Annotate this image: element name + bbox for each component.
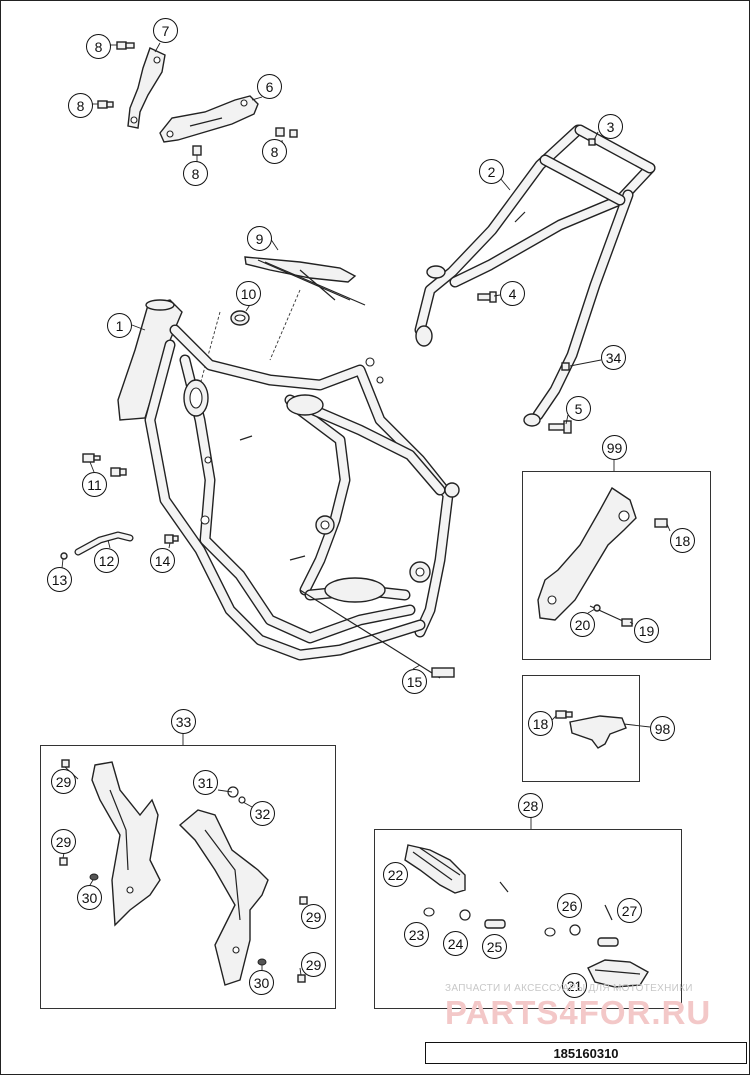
callout-10[interactable]: 10 bbox=[236, 281, 261, 306]
clamp-10 bbox=[199, 310, 250, 386]
callout-8-left[interactable]: 8 bbox=[68, 93, 93, 118]
callout-18-box98[interactable]: 18 bbox=[528, 711, 553, 736]
footrest-22 bbox=[404, 844, 466, 894]
assembly-box-33 bbox=[40, 745, 336, 1009]
footrest-21 bbox=[587, 959, 649, 988]
callout-30-left[interactable]: 30 bbox=[77, 885, 102, 910]
subframe-bolts bbox=[477, 138, 596, 434]
document-number: 185160310 bbox=[425, 1042, 747, 1064]
callout-15[interactable]: 15 bbox=[402, 669, 427, 694]
callout-33[interactable]: 33 bbox=[171, 709, 196, 734]
callout-18-box99[interactable]: 18 bbox=[670, 528, 695, 553]
callout-3[interactable]: 3 bbox=[598, 114, 623, 139]
callout-98[interactable]: 98 bbox=[650, 716, 675, 741]
callout-26[interactable]: 26 bbox=[557, 893, 582, 918]
callout-29-mid[interactable]: 29 bbox=[51, 829, 76, 854]
callout-6[interactable]: 6 bbox=[257, 74, 282, 99]
callout-29-right[interactable]: 29 bbox=[301, 904, 326, 929]
callout-5[interactable]: 5 bbox=[566, 396, 591, 421]
small-fasteners-11-14 bbox=[60, 453, 179, 560]
callout-25[interactable]: 25 bbox=[482, 934, 507, 959]
callout-21[interactable]: 21 bbox=[562, 973, 587, 998]
callout-8-bottom[interactable]: 8 bbox=[183, 161, 208, 186]
footrest-small-parts bbox=[423, 881, 619, 947]
callout-23[interactable]: 23 bbox=[404, 922, 429, 947]
callout-8-right[interactable]: 8 bbox=[262, 139, 287, 164]
callout-1[interactable]: 1 bbox=[107, 313, 132, 338]
callout-31[interactable]: 31 bbox=[193, 770, 218, 795]
callout-29-top[interactable]: 29 bbox=[51, 769, 76, 794]
assembly-box-98 bbox=[522, 675, 640, 782]
assembly-box-28 bbox=[374, 829, 682, 1009]
callout-20[interactable]: 20 bbox=[570, 612, 595, 637]
callout-30-right[interactable]: 30 bbox=[249, 970, 274, 995]
frame-protector-left bbox=[91, 761, 161, 927]
callout-99[interactable]: 99 bbox=[602, 435, 627, 460]
leader-lines bbox=[61, 42, 671, 976]
callout-14[interactable]: 14 bbox=[150, 548, 175, 573]
callout-4[interactable]: 4 bbox=[500, 281, 525, 306]
callout-13[interactable]: 13 bbox=[47, 567, 72, 592]
callout-7[interactable]: 7 bbox=[153, 18, 178, 43]
engine-bracket-7 bbox=[127, 47, 166, 129]
callout-11[interactable]: 11 bbox=[82, 472, 107, 497]
callout-19[interactable]: 19 bbox=[634, 618, 659, 643]
screws-8 bbox=[97, 41, 298, 156]
chain-slider-98 bbox=[555, 710, 627, 749]
callout-24[interactable]: 24 bbox=[443, 931, 468, 956]
frame-bolt-15 bbox=[299, 589, 455, 679]
callout-29-bottom[interactable]: 29 bbox=[301, 952, 326, 977]
callout-2[interactable]: 2 bbox=[479, 159, 504, 184]
assembly-box-99 bbox=[522, 471, 711, 660]
subframe-2 bbox=[414, 124, 656, 427]
callout-34[interactable]: 34 bbox=[601, 345, 626, 370]
watermark-logo: PARTS4FOR.RU bbox=[445, 994, 712, 1031]
callout-28[interactable]: 28 bbox=[518, 793, 543, 818]
callout-8-top[interactable]: 8 bbox=[86, 34, 111, 59]
frame-protector-right bbox=[178, 809, 269, 986]
callout-9[interactable]: 9 bbox=[247, 226, 272, 251]
callout-32[interactable]: 32 bbox=[250, 801, 275, 826]
cable-holder-9 bbox=[244, 256, 366, 361]
main-frame-1 bbox=[117, 299, 460, 661]
callout-27[interactable]: 27 bbox=[617, 898, 642, 923]
callout-22[interactable]: 22 bbox=[383, 862, 408, 887]
callout-12[interactable]: 12 bbox=[94, 548, 119, 573]
watermark-caption: ЗАПЧАСТИ И АКСЕССУАРЫ ДЛЯ МОТОТЕХНИКИ bbox=[445, 983, 693, 994]
chain-guide-99 bbox=[537, 486, 668, 627]
engine-bracket-6 bbox=[159, 95, 259, 143]
